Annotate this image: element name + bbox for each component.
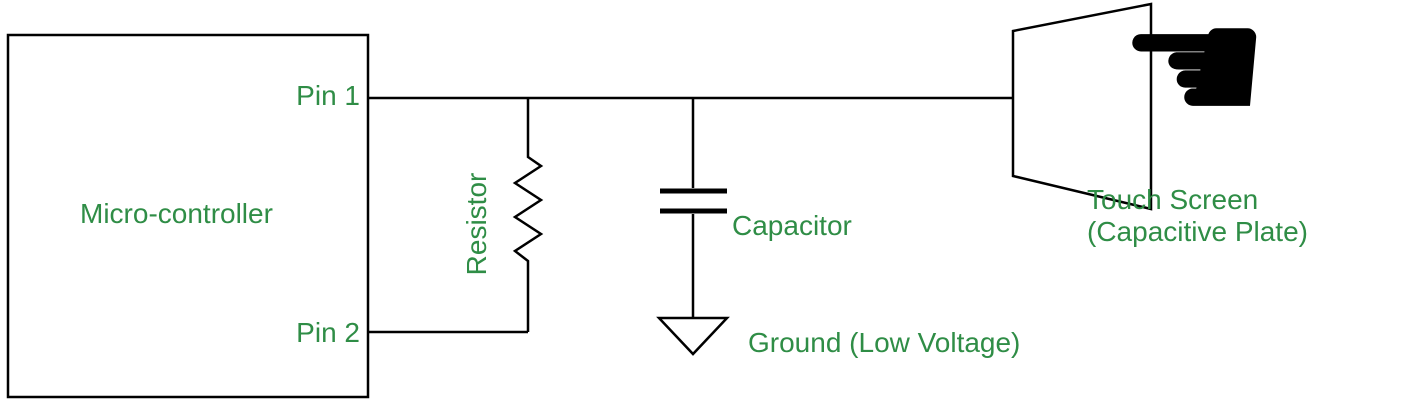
resistor-symbol bbox=[512, 98, 544, 332]
resistor-label: Resistor bbox=[460, 172, 492, 276]
touchscreen-label-line2: (Capacitive Plate) bbox=[1087, 216, 1308, 248]
touchscreen-plate bbox=[1011, 2, 1153, 211]
capacitor-label: Capacitor bbox=[732, 210, 852, 241]
touchscreen-label: Touch Screen (Capacitive Plate) bbox=[1087, 184, 1308, 248]
ground-symbol bbox=[656, 316, 730, 356]
touchscreen-label-line1: Touch Screen bbox=[1087, 184, 1259, 215]
pointing-hand-icon: ☚ bbox=[1118, 0, 1271, 166]
microcontroller-label: Micro-controller bbox=[80, 198, 273, 229]
microcontroller-box bbox=[6, 33, 370, 399]
ground-label: Ground (Low Voltage) bbox=[748, 327, 1021, 358]
pin1-label: Pin 1 bbox=[296, 80, 360, 111]
pin2-label: Pin 2 bbox=[296, 317, 360, 348]
